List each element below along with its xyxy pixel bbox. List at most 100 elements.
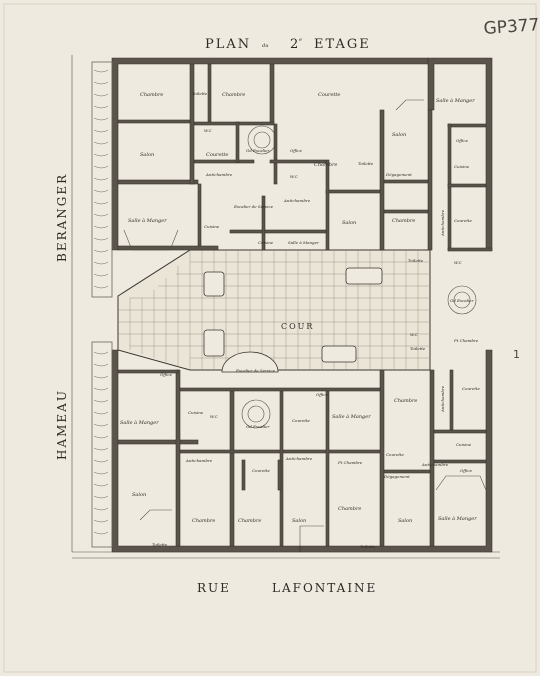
room-wc: W.C [290,174,298,179]
room-cuisine: Cuisine [188,410,204,415]
room-antichambre: Antichambre [440,209,445,237]
room-chambre: Chambre [392,218,415,224]
room-antichambre: Antichambre [421,462,449,467]
room-salle-a-manger: Salle à Manger [288,240,320,245]
street-lafontaine: LAFONTAINE [272,581,377,595]
room-chambre: Chambre [338,506,361,512]
main-stair-2 [447,285,477,315]
room-chambre: Chambre [222,92,245,98]
room-salle-a-manger: Salle à Manger [438,515,477,522]
street-beranger: BERANGER [55,173,69,262]
room-antichambre: Antichambre [285,456,313,461]
room-courette: Courette [454,218,473,223]
room-cuisine: Cuisine [454,164,470,169]
room-salle-a-manger: Salle à Manger [332,413,371,420]
room-salon: Salon [292,518,306,524]
room-toilette: Toilette [358,161,374,166]
garden-strip-bottom [91,341,113,548]
bay-window-1 [123,229,179,251]
room-courette: Courette [386,452,405,457]
room-salle-a-manger: Salle à Manger [120,419,159,426]
room-antichambre: Antichambre [283,198,311,203]
room-chambre: Chambre [314,162,337,168]
service-stair-arc [221,351,279,373]
room-petite-chambre: Pt Chambre [337,460,363,465]
planter-1 [203,271,225,297]
main-stair-1 [247,125,277,155]
room-salon: Salon [392,132,406,138]
plan-title-number: 2 [290,37,300,52]
room-toilette: Toilette [152,542,168,547]
outer-wall-bottom-right [299,349,493,553]
room-courette: Courette [206,152,228,158]
room-grand-escalier: Gd Escalier [450,298,475,303]
room-toilette: Toilette [192,91,208,96]
main-stair-3 [241,399,271,429]
room-salon: Salon [398,518,412,524]
bay-window-5 [299,525,324,546]
room-escalier-service: Escalier de Service [235,368,276,373]
room-chambre: Chambre [394,398,417,404]
courtyard-label: COUR [281,322,314,331]
room-escalier-service: Escalier de Service [233,204,274,209]
plan-title-sup: e [299,37,302,43]
room-salle-a-manger: Salle à Manger [436,97,475,104]
room-chambre: Chambre [140,92,163,98]
room-degagement: Dégagement [385,172,412,177]
room-courette: Courette [318,92,340,98]
street-rue: RUE [197,581,231,595]
paper-edge [3,3,537,673]
room-toilette: Toilette [360,544,376,549]
planter-2 [345,267,383,285]
planter-3 [203,329,225,357]
planter-4 [321,345,357,363]
plan-title-etage: ETAGE [314,37,371,52]
room-office: Office [460,468,473,473]
room-wc: W.C [454,260,462,265]
room-cuisine: Cuisine [204,224,220,229]
bay-window-4 [435,475,487,491]
room-courette: Courette [252,468,271,473]
room-cuisine: Cuisine [456,442,472,447]
room-office: Office [456,138,469,143]
room-antichambre: Antichambre [440,385,445,413]
top-wing-walls [117,63,493,252]
room-office: Office [160,372,173,377]
plan-title-du: du [262,43,268,49]
margin-mark: 1 [513,348,520,361]
room-wc: W.C [204,128,212,133]
plan-title-word: PLAN [205,37,251,52]
room-salon: Salon [140,152,154,158]
room-grand-escalier: Gd Escalier [246,424,271,429]
garden-strip-top [91,61,113,298]
room-salon: Salon [132,492,146,498]
street-hameau: HAMEAU [55,389,69,460]
room-degagement: Dégagement [383,474,410,479]
room-petite-chambre: Pt Chambre [453,338,479,343]
archive-reference: GP377 [483,15,540,39]
room-labels-bottom: Escalier de Service Office Salle à Mange… [120,332,481,549]
bay-window-2 [395,99,424,111]
room-labels-top: Chambre Toilette Chambre Courette Salle … [128,91,479,343]
room-salon: Salon [342,220,356,226]
room-chambre: Chambre [192,518,215,524]
garden-hatching [93,69,109,535]
room-courette: Courette [292,418,311,423]
room-office: Office [316,392,329,397]
bottom-wing-walls [117,369,487,547]
bay-window-3 [139,509,172,521]
room-courette: Courette [462,386,481,391]
room-wc: W.C [210,414,218,419]
room-antichambre: Antichambre [185,458,213,463]
room-antichambre: Antichambre [205,172,233,177]
room-salle-a-manger: Salle à Manger [128,217,167,224]
room-grand-escalier: Gd Escalier [246,148,271,153]
room-office: Office [290,148,303,153]
room-wc: W.C [410,332,418,337]
room-toilette: Toilette [408,258,424,263]
room-toilette: Toilette [410,346,426,351]
room-chambre: Chambre [238,518,261,524]
room-cuisine: Cuisine [258,240,274,245]
